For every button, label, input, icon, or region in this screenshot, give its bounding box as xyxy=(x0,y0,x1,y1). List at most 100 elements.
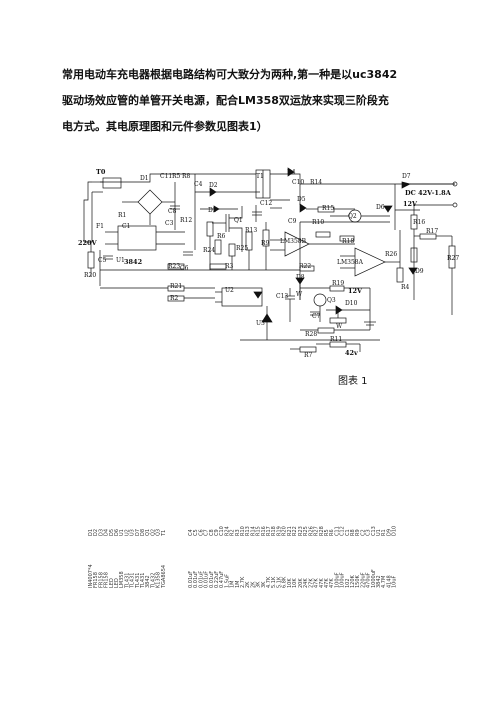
label-c8: C8 xyxy=(168,208,177,215)
label-r21: R21 xyxy=(170,283,182,290)
parts-name-cell: 10uF xyxy=(392,575,398,588)
label-c10: C10 xyxy=(292,179,304,186)
parts-name-cell: 120K xyxy=(350,574,356,588)
parts-ref-cell: R26 xyxy=(308,526,314,536)
parts-ref-cell: D1 xyxy=(88,529,94,536)
parts-name-cell: 0.22uF xyxy=(214,571,220,588)
parts-name-cell: LED xyxy=(114,578,120,588)
label-u2: U2 xyxy=(225,287,234,294)
parts-ref-cell: R1 xyxy=(381,529,387,536)
label-c12: C12 xyxy=(260,200,272,207)
parts-name-cell: 4148 xyxy=(386,575,392,588)
intro-line-2: 驱动场效应管的单管开关电源，配合LM358双运放来实现三阶段充 xyxy=(62,94,389,107)
parts-name-cell: 5.1K xyxy=(271,576,277,588)
parts-name-cell: FR158 xyxy=(93,572,99,588)
parts-name-cell: 47K xyxy=(319,578,325,588)
parts-name-cell: FR158 xyxy=(104,572,110,588)
label-r28: R28 xyxy=(305,331,317,338)
label-c11: C11 xyxy=(160,173,172,180)
parts-table-rotated: IN4007*4D1FR158D2FR158D3FR158D4LEDD5LEDD… xyxy=(88,526,398,589)
parts-ref-cell: C2 xyxy=(360,529,366,536)
parts-name-cell: 10K xyxy=(287,578,293,588)
parts-ref-cell: U1 xyxy=(376,529,382,536)
label-r15: R15 xyxy=(322,205,334,212)
label-r17: R17 xyxy=(426,228,438,235)
parts-name-cell: 1000uF xyxy=(371,569,377,588)
label-u3: U3 xyxy=(256,320,265,327)
parts-ref-cell: D9 xyxy=(386,529,392,536)
parts-ref-cell: R28 xyxy=(319,526,325,536)
label-c4: C4 xyxy=(194,181,203,188)
parts-name-cell: 0.01uF xyxy=(188,571,194,588)
parts-name-cell: LM358 xyxy=(119,571,125,588)
parts-name-cell: FR158 xyxy=(98,572,104,588)
label-r13: R13 xyxy=(245,227,257,234)
label-c5: C5 xyxy=(98,257,107,264)
parts-ref-cell: R15 xyxy=(256,526,262,536)
parts-ref-cell: C3 xyxy=(366,529,372,536)
label-r8: R8 xyxy=(182,173,191,180)
parts-ref-cell: R27 xyxy=(314,526,320,536)
parts-ref-cell: Q3 xyxy=(156,529,162,536)
parts-name-cell: 0.47uF xyxy=(219,571,225,588)
parts-name-cell: 220uF xyxy=(360,572,366,588)
label-r12: R12 xyxy=(180,217,192,224)
label-r3: R3 xyxy=(225,263,234,270)
label-r26: R26 xyxy=(385,251,397,258)
parts-ref-cell: R16 xyxy=(261,526,267,536)
label-d8: D8 xyxy=(296,274,305,281)
parts-ref-cell: T1 xyxy=(161,530,167,537)
parts-ref-cell: C12 xyxy=(340,526,346,536)
label-d1: D1 xyxy=(140,175,149,182)
parts-ref-cell: Q1 xyxy=(145,529,151,536)
parts-ref-cell: R17 xyxy=(266,526,272,536)
parts-name-cell: 470uF xyxy=(366,572,372,588)
parts-ref-cell: R2 xyxy=(230,529,236,536)
label-c7: C7 xyxy=(312,313,321,320)
label-r4: R4 xyxy=(401,284,410,291)
parts-name-cell: TL431 xyxy=(124,573,130,589)
parts-ref-cell: D5 xyxy=(109,529,115,536)
parts-ref-cell: C11 xyxy=(334,526,340,536)
parts-name-cell: 2K xyxy=(245,581,251,588)
parts-name-cell: 0.01uF xyxy=(204,571,210,588)
parts-ref-cell: C4 xyxy=(188,529,194,536)
parts-ref-cell: R10 xyxy=(240,526,246,536)
parts-name-cell: 6.8K xyxy=(282,576,288,588)
label-q3: Q3 xyxy=(327,297,336,304)
label-t1: T1 xyxy=(256,173,264,180)
parts-ref-cell: U2 xyxy=(124,529,130,536)
parts-name-cell: 4.7K xyxy=(266,576,272,588)
label-u1: U1 xyxy=(116,257,125,264)
parts-name-cell: 47K xyxy=(314,578,320,588)
parts-name-cell: TL431 xyxy=(135,573,141,589)
parts-name-cell: TL432 xyxy=(150,573,156,589)
label-q2: Q2 xyxy=(348,213,357,220)
parts-ref-cell: C7 xyxy=(204,529,210,536)
label-f1: F1 xyxy=(96,223,104,230)
label-d3: D3 xyxy=(208,207,217,214)
label-220v: 220V xyxy=(78,239,98,247)
parts-ref-cell: Q2 xyxy=(150,529,156,536)
label-lm358b: LM358B xyxy=(280,238,307,245)
parts-name-cell: TGA8654 xyxy=(161,565,167,589)
parts-name-cell: 3842 xyxy=(145,575,151,588)
label-d4: D4 xyxy=(287,169,296,176)
parts-ref-cell: R5 xyxy=(324,529,330,536)
parts-ref-cell: D2 xyxy=(93,529,99,536)
parts-name-cell: 47K xyxy=(324,578,330,588)
parts-name-cell: 102 xyxy=(345,578,351,588)
parts-ref-cell: R13 xyxy=(245,526,251,536)
parts-ref-cell: D10 xyxy=(392,526,398,536)
label-lm358a: LM358A xyxy=(337,259,364,266)
label-r19: R19 xyxy=(332,280,344,287)
schematic-wires xyxy=(83,167,458,353)
label-r20: R20 xyxy=(84,272,96,279)
label-output: DC 42V-1.8A xyxy=(405,189,452,197)
label-r24: R24 xyxy=(203,247,215,254)
parts-name-cell: 1M xyxy=(230,581,236,589)
parts-name-cell: 10K xyxy=(292,578,298,588)
label-d9: D9 xyxy=(415,268,424,275)
label-t0: T0 xyxy=(96,168,106,176)
parts-name-cell: 2K xyxy=(250,581,256,588)
